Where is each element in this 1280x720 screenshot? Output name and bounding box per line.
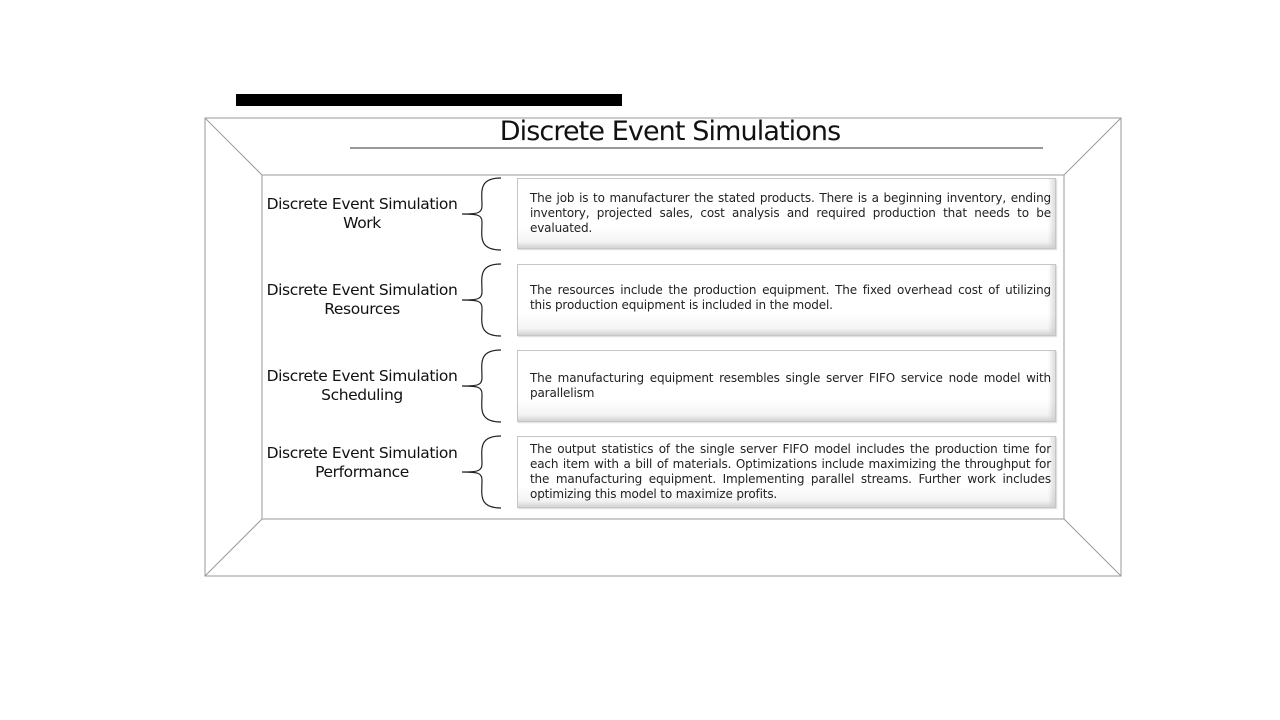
- row-label-work: Discrete Event Simulation Work: [266, 195, 458, 232]
- bevel-line-top-right: [1063, 117, 1122, 176]
- bevel-line-bottom-right: [1063, 518, 1122, 577]
- description-text-scheduling: The manufacturing equipment resembles si…: [530, 371, 1051, 400]
- bevel-line-top-left: [204, 117, 263, 176]
- inner-panel: [261, 174, 1065, 520]
- bevel-line-bottom-left: [204, 518, 263, 577]
- brace-icon: [461, 263, 502, 337]
- description-text-work: The job is to manufacturer the stated pr…: [530, 191, 1051, 235]
- row-label-scheduling: Discrete Event Simulation Scheduling: [266, 367, 458, 404]
- description-text-performance: The output statistics of the single serv…: [530, 442, 1051, 501]
- row-label-performance: Discrete Event Simulation Performance: [266, 444, 458, 481]
- row-label-resources: Discrete Event Simulation Resources: [266, 281, 458, 318]
- slide-title: Discrete Event Simulations: [499, 116, 841, 147]
- description-box-scheduling: The manufacturing equipment resembles si…: [517, 350, 1056, 422]
- description-box-resources: The resources include the production equ…: [517, 264, 1056, 336]
- description-box-work: The job is to manufacturer the stated pr…: [517, 178, 1056, 249]
- description-text-resources: The resources include the production equ…: [530, 283, 1051, 312]
- decorative-bar: [236, 94, 622, 106]
- outer-frame: [204, 117, 1122, 577]
- brace-icon: [461, 435, 502, 509]
- description-box-performance: The output statistics of the single serv…: [517, 436, 1056, 508]
- brace-icon: [461, 177, 502, 251]
- brace-icon: [461, 349, 502, 423]
